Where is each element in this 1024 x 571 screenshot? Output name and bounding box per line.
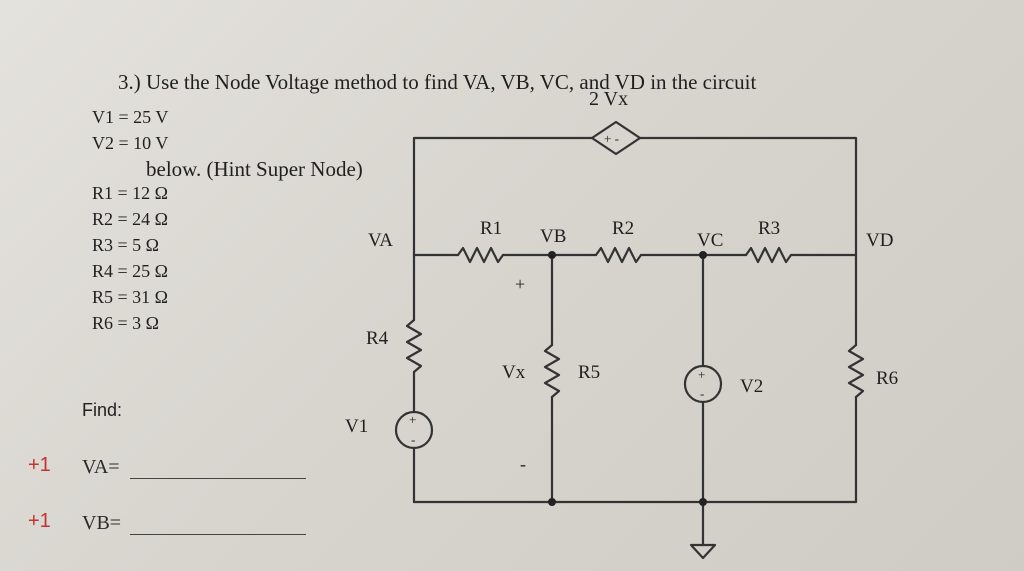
question-line-1: 3.) Use the Node Voltage method to find … (118, 70, 757, 94)
given-v2: V2 = 10 V (92, 133, 169, 153)
given-resistors: R1 = 12 Ω R2 = 24 Ω R3 = 5 Ω R4 = 25 Ω R… (92, 180, 168, 336)
ground-icon (689, 543, 717, 560)
resistor-r2-zigzag (594, 246, 643, 264)
resistor-r6-label: R6 (876, 368, 898, 389)
resistor-r1-zigzag (456, 246, 505, 264)
answer-blank[interactable] (130, 534, 306, 535)
question-line-2: below. (Hint Super Node) (146, 157, 363, 181)
given-v1: V1 = 25 V (92, 107, 169, 127)
resistor-r2-label: R2 (612, 218, 634, 239)
vx-minus-sign: - (520, 454, 526, 474)
node-c-dot (699, 251, 707, 259)
junction-dot (548, 498, 556, 506)
node-d-label: VD (866, 230, 893, 251)
source-v1-label: V1 (345, 416, 368, 437)
given-voltages: V1 = 25 V V2 = 10 V (92, 104, 168, 156)
node-c-label: VC (697, 230, 723, 251)
given-r3: R3 = 5 Ω (92, 235, 160, 255)
resistor-r4-zigzag (405, 318, 423, 374)
vx-label: Vx (502, 362, 526, 383)
node-a-label: VA (368, 230, 393, 251)
v1-minus-sign: - (411, 432, 415, 447)
resistor-r5-label: R5 (578, 362, 600, 383)
resistor-r5-zigzag (543, 343, 561, 399)
dependent-source-diamond (590, 120, 642, 156)
resistor-r1-label: R1 (480, 218, 502, 239)
dependent-source-signs: + - (604, 131, 619, 146)
resistor-r4-label: R4 (366, 328, 389, 349)
node-b-label: VB (540, 226, 566, 247)
question-text: 3.) Use the Node Voltage method to find … (118, 10, 756, 242)
v1-plus-sign: + (409, 412, 416, 427)
vx-plus-sign: + (515, 274, 525, 294)
score-mark: +1 (28, 510, 51, 532)
answer-var-label: VA= (82, 456, 120, 478)
answer-row-va: +1 VA= (28, 454, 306, 484)
source-v2-label: V2 (740, 376, 763, 397)
resistor-r3-zigzag (744, 246, 793, 264)
answer-var-label: VB= (82, 512, 122, 534)
answer-row-vb: +1 VB= (28, 510, 306, 540)
v2-minus-sign: - (700, 386, 704, 401)
given-r4: R4 = 25 Ω (92, 261, 169, 281)
ground-node-dot (699, 498, 707, 506)
wire-top-left (412, 136, 594, 257)
wire-top-right (638, 136, 858, 257)
given-r5: R5 = 31 Ω (92, 287, 169, 307)
answer-blank[interactable] (130, 478, 306, 479)
v2-plus-sign: + (698, 367, 705, 382)
node-b-dot (548, 251, 556, 259)
score-mark: +1 (28, 454, 51, 476)
find-label: Find: (82, 400, 123, 420)
given-r1: R1 = 12 Ω (92, 183, 169, 203)
resistor-r3-label: R3 (758, 218, 780, 239)
given-r6: R6 = 3 Ω (92, 313, 160, 333)
resistor-r6-zigzag (847, 343, 865, 399)
dependent-source-label: 2 Vx (589, 88, 628, 110)
given-r2: R2 = 24 Ω (92, 209, 169, 229)
